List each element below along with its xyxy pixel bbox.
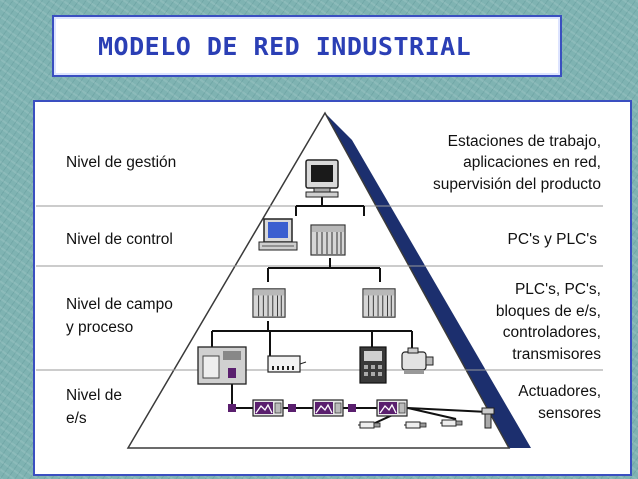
level-name-gestion: Nivel de gestión (66, 154, 176, 171)
plc-rack-icon (310, 224, 346, 256)
level-descriptions: Estaciones de trabajo, aplicaciones en r… (433, 133, 601, 422)
actuator-module-icon (252, 399, 284, 417)
sensor-icon (404, 421, 427, 429)
pc-icon (258, 218, 298, 251)
title-panel: MODELO DE RED INDUSTRIAL (52, 15, 562, 77)
sensor-icon (481, 407, 495, 429)
panel-controller-icon (359, 346, 387, 384)
desc-es-line1: Actuadores, (518, 383, 601, 400)
desc-gestion-line3: supervisión del producto (433, 176, 601, 193)
level-name-es-line1: Nivel de (66, 387, 122, 404)
desc-campo-line2: bloques de e/s, (496, 303, 601, 320)
level-name-campo-line2: y proceso (66, 319, 133, 336)
desc-gestion-line1: Estaciones de trabajo, (448, 133, 601, 150)
desc-campo-line4: transmisores (512, 346, 601, 363)
level-name-control: Nivel de control (66, 231, 173, 248)
level-names: Nivel de gestión Nivel de control Nivel … (66, 154, 176, 427)
controller-cabinet-icon (197, 346, 247, 385)
desc-control-line1: PC's y PLC's (508, 231, 598, 248)
level-name-campo-line1: Nivel de campo (66, 296, 173, 313)
sensor-icon (440, 419, 463, 427)
workstation-monitor-icon (305, 159, 339, 198)
page-title: MODELO DE RED INDUSTRIAL (98, 32, 472, 61)
desc-campo-line1: PLC's, PC's, (515, 281, 601, 298)
plc-rack-icon (252, 288, 286, 318)
sensor-icon (358, 421, 381, 429)
plc-rack-icon (362, 288, 396, 318)
level-name-es-line2: e/s (66, 410, 87, 427)
desc-es-line2: sensores (538, 405, 601, 422)
pyramid-shadow (325, 113, 531, 448)
desc-gestion-line2: aplicaciones en red, (463, 154, 601, 171)
desc-campo-line3: controladores, (503, 324, 601, 341)
actuator-module-icon (376, 399, 408, 417)
motor-icon (401, 347, 434, 374)
io-block-icon (267, 355, 307, 373)
actuator-module-icon (312, 399, 344, 417)
